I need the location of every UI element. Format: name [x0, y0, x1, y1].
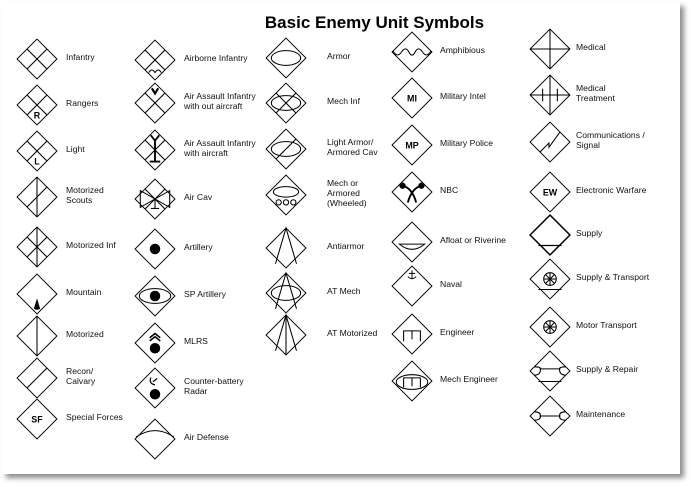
nbc-symbol-icon — [391, 171, 433, 213]
at-mech-symbol-icon — [265, 271, 307, 314]
rangers-label: Rangers — [66, 98, 99, 108]
maintenance-label: Maintenance — [576, 409, 626, 419]
mech-engineer-label: Mech Engineer — [440, 374, 498, 384]
svg-text:L: L — [34, 157, 40, 167]
military-police-symbol-icon: MP — [391, 124, 433, 166]
air-assault-aircraft-symbol-icon — [134, 129, 176, 171]
air-cav-symbol-icon — [134, 178, 176, 220]
symbol-text: MP — [405, 141, 418, 151]
page-title: Basic Enemy Unit Symbols — [264, 13, 485, 32]
symbol-text: EW — [543, 188, 558, 198]
light-label: Light — [66, 144, 85, 154]
air-cav-label: Air Cav — [184, 192, 213, 202]
electronic-warfare-symbol-icon: EW — [529, 171, 571, 213]
amphibious-symbol-icon — [391, 31, 433, 73]
light-symbol-icon: L — [16, 130, 58, 172]
motorized-scouts-symbol-icon — [16, 176, 58, 218]
artillery-symbol-icon — [134, 228, 176, 270]
at-motorized-label: AT Motorized — [327, 328, 378, 338]
air-assault-no-aircraft-label: Air Assault Infantry with out aircraft — [184, 91, 256, 111]
recon-label: Recon/ Calvary — [66, 366, 96, 386]
medical-label: Medical — [576, 42, 606, 52]
counter-battery-label: Counter-battery Radar — [184, 376, 244, 396]
mlrs-symbol-icon — [134, 322, 176, 364]
motorized-symbol-icon — [16, 315, 58, 357]
mountain-label: Mountain — [66, 287, 102, 297]
light-armor-symbol-icon — [265, 128, 307, 170]
supply-repair-symbol-icon — [529, 350, 571, 392]
svg-text:R: R — [34, 111, 41, 121]
counter-battery-symbol-icon — [134, 367, 176, 409]
medical-treatment-symbol-icon — [529, 74, 571, 116]
special-forces-label: Special Forces — [66, 412, 123, 422]
air-defense-label: Air Defense — [184, 432, 229, 442]
air-assault-no-aircraft-symbol-icon — [134, 82, 176, 124]
maintenance-symbol-icon — [529, 395, 571, 437]
sp-artillery-symbol-icon — [134, 275, 176, 317]
airborne-symbol-icon — [134, 39, 176, 81]
naval-symbol-icon — [391, 265, 433, 307]
electronic-warfare-label: Electronic Warfare — [576, 185, 647, 195]
recon-symbol-icon — [16, 357, 58, 399]
air-defense-symbol-icon — [134, 418, 176, 460]
air-assault-aircraft-label: Air Assault Infantry with aircraft — [184, 138, 256, 158]
afloat-label: Afloat or Riverine — [440, 235, 506, 245]
signal-symbol-icon — [529, 121, 571, 163]
supply-transport-label: Supply & Transport — [576, 272, 650, 282]
military-police-label: Military Police — [440, 138, 494, 148]
antiarmor-label: Antiarmor — [327, 241, 365, 251]
amphibious-label: Amphibious — [440, 45, 485, 55]
motorized-inf-label: Motorized Inf — [66, 240, 116, 250]
infantry-symbol-icon — [16, 38, 58, 80]
motorized-scouts-label: Motorized Scouts — [66, 185, 104, 205]
signal-label: Communications / Signal — [576, 130, 645, 150]
mech-inf-label: Mech Inf — [327, 96, 360, 106]
light-armor-label: Light Armor/ Armored Cav — [327, 137, 378, 157]
naval-label: Naval — [440, 279, 462, 289]
symbol-text: MI — [407, 94, 417, 104]
motorized-label: Motorized — [66, 329, 104, 339]
airborne-label: Airborne Infantry — [184, 53, 248, 63]
nbc-label: NBC — [440, 185, 459, 195]
armor-symbol-icon — [265, 37, 307, 79]
wheeled-label: Mech or Armored (Wheeled) — [327, 178, 367, 208]
afloat-symbol-icon — [391, 221, 433, 263]
armor-label: Armor — [327, 51, 351, 61]
supply-transport-symbol-icon — [529, 258, 571, 300]
military-intel-label: Military Intel — [440, 91, 486, 101]
artillery-label: Artillery — [184, 242, 213, 252]
engineer-symbol-icon — [391, 313, 433, 355]
at-mech-label: AT Mech — [327, 286, 361, 296]
motor-transport-symbol-icon — [529, 306, 571, 348]
infantry-label: Infantry — [66, 52, 95, 62]
supply-repair-label: Supply & Repair — [576, 364, 639, 374]
mountain-symbol-icon — [16, 273, 58, 315]
military-intel-symbol-icon: MI — [391, 77, 433, 119]
motor-transport-label: Motor Transport — [576, 320, 637, 330]
medical-treatment-label: Medical Treatment — [576, 83, 615, 103]
rangers-symbol-icon: R — [16, 84, 58, 126]
symbol-text: SF — [31, 415, 43, 425]
motorized-inf-symbol-icon — [16, 226, 58, 268]
supply-symbol-icon — [529, 214, 571, 256]
engineer-label: Engineer — [440, 327, 475, 337]
wheeled-symbol-icon — [265, 174, 307, 216]
mech-engineer-symbol-icon — [391, 360, 433, 402]
sp-artillery-label: SP Artillery — [184, 289, 226, 299]
antiarmor-symbol-icon — [265, 226, 307, 269]
mech-inf-symbol-icon — [265, 82, 307, 124]
mlrs-label: MLRS — [184, 336, 208, 346]
supply-label: Supply — [576, 228, 603, 238]
at-motorized-symbol-icon — [265, 313, 307, 356]
special-forces-symbol-icon: SF — [16, 398, 58, 440]
medical-symbol-icon — [529, 28, 571, 70]
